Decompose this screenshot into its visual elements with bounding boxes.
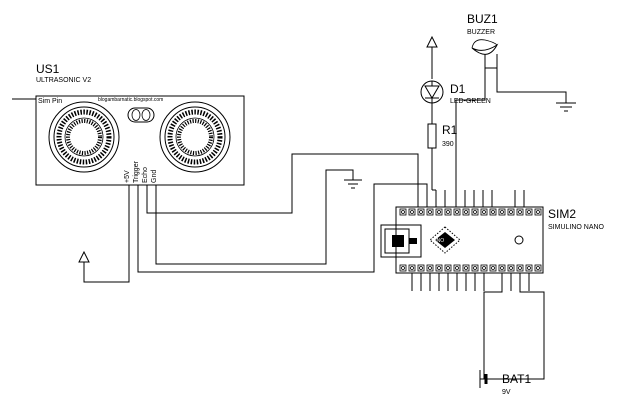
led-d1[interactable]: D1 LED-GREEN: [420, 80, 491, 105]
us1-pin-gnd: Gnd: [151, 170, 158, 183]
buzzer-signal-wire: [455, 68, 486, 190]
bat1-value: 9V: [502, 389, 511, 396]
simulino-nano[interactable]: SIM2 SIMULINO NANO UNO: [380, 189, 605, 291]
bat1-ref: BAT1: [502, 372, 531, 386]
top-pin-header: [399, 208, 542, 216]
us1-pin-vcc: +5V: [124, 170, 131, 183]
buzzer-top: [471, 39, 498, 49]
nano-chip-logo: UNO: [429, 226, 461, 254]
ground-symbol-buzzer: [556, 102, 576, 112]
bottom-pin-leads: [411, 273, 530, 291]
buzzer-horn: [471, 43, 499, 55]
r1-ref: R1: [442, 123, 458, 137]
us1-pin-echo: Echo: [142, 167, 149, 183]
reset-button-icon: [514, 235, 524, 245]
ground-symbol-us1: [344, 179, 362, 189]
power-arrow-led: [426, 35, 438, 79]
buzzer-gnd-wire: [496, 68, 567, 103]
sim2-ref: SIM2: [548, 207, 576, 221]
resistor-body: [427, 123, 437, 149]
crystal-oscillator: [127, 107, 155, 123]
r1-value: 390: [442, 141, 454, 148]
top-pin-leads: [417, 189, 525, 207]
buz1-value: BUZZER: [467, 29, 495, 36]
battery-neg-wire: [480, 273, 503, 380]
power-arrow-us1: [78, 250, 90, 263]
us1-url-label: blogambarnatic.blogspot.com: [98, 97, 163, 103]
us1-pin-trigger: Trigger: [133, 160, 140, 183]
buz1-ref: BUZ1: [467, 12, 498, 26]
nano-body: [395, 206, 544, 274]
us1-echo-wire: [146, 153, 419, 214]
us1-sim-pin-label: Sim Pin: [38, 98, 62, 105]
d1-value: LED-GREEN: [450, 98, 491, 105]
us1-trigger-wire: [137, 183, 428, 273]
right-transducer: [159, 101, 231, 173]
us1-value: ULTRASONIC V2: [36, 77, 91, 84]
resistor-r1[interactable]: R1 390: [427, 123, 458, 149]
us1-gnd-wire: [155, 169, 354, 265]
ultrasonic-sensor[interactable]: US1 ULTRASONIC V2 Sim Pin blogambarnatic…: [35, 62, 245, 186]
us1-ref: US1: [36, 62, 60, 76]
buzzer[interactable]: BUZ1 BUZZER: [467, 12, 499, 69]
sim2-value: SIMULINO NANO: [548, 224, 605, 231]
d1-ref: D1: [450, 82, 466, 96]
led-diode-icon: [424, 85, 440, 99]
usb-connector-icon: [380, 224, 422, 258]
battery-bat1[interactable]: BAT1 9V: [479, 370, 531, 396]
battery-pos-wire: [492, 273, 545, 380]
bottom-pin-header: [399, 264, 542, 272]
us1-vcc-wire: [83, 185, 130, 283]
left-transducer: [48, 101, 120, 173]
us1-body: [35, 95, 245, 186]
svg-text:UNO: UNO: [433, 238, 444, 244]
